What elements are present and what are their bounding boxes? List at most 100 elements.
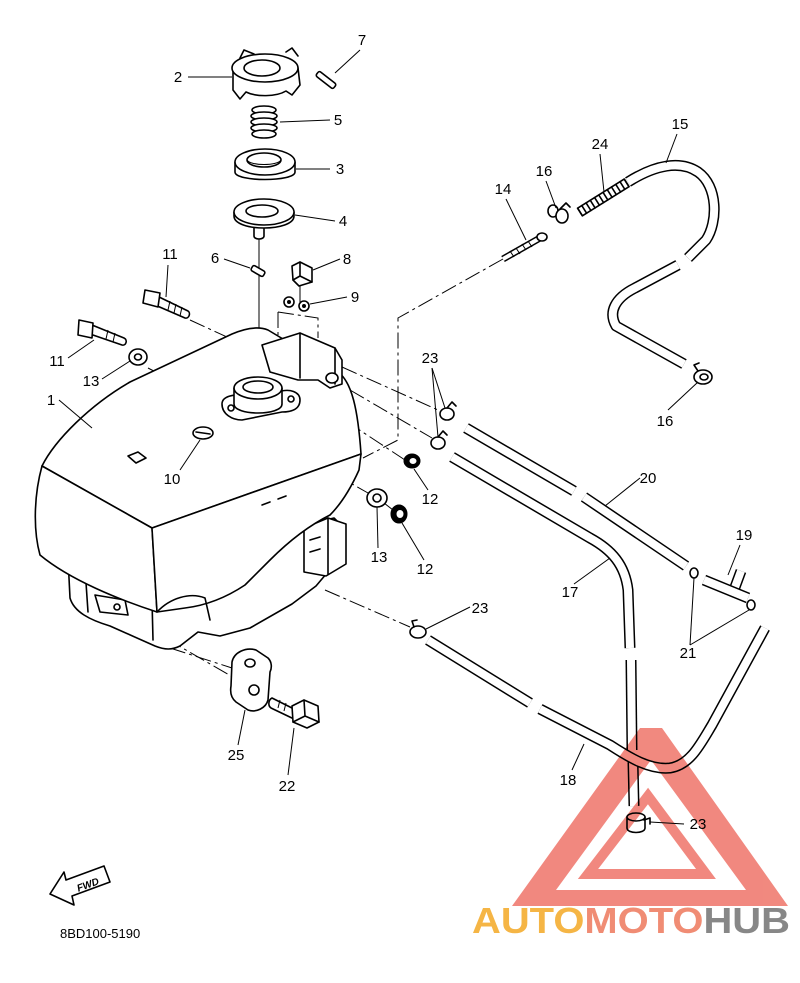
- assembly-line: [169, 647, 233, 669]
- callout-14: 14: [495, 181, 512, 198]
- part-18-hose: [425, 625, 770, 774]
- part-19-t-joint: [701, 569, 751, 604]
- part-13-washer-right: [366, 488, 388, 508]
- callout-9: 9: [351, 289, 359, 306]
- part-23-clamp-a: [439, 401, 457, 421]
- part-10-rubber: [192, 426, 214, 440]
- leader-line-24: [599, 153, 605, 193]
- leader-line-13-left: [101, 360, 131, 380]
- part-12-grommet-upper: [403, 453, 421, 469]
- leader-line-16-top: [545, 180, 557, 209]
- part-2-filler-cap: [231, 47, 301, 100]
- callout-12-lower: 12: [417, 561, 434, 578]
- part-23-clamp-c: [409, 619, 427, 639]
- tank-front-face: [34, 465, 158, 613]
- leader-line-11-top: [165, 264, 169, 298]
- leader-line-19: [727, 544, 741, 576]
- leader-line-9: [309, 296, 348, 305]
- callout-16-lower: 16: [657, 413, 674, 430]
- watermark-text-moto: MOTO: [584, 900, 703, 941]
- callout-24: 24: [592, 136, 609, 153]
- part-20-hose: [463, 423, 690, 571]
- leader-line-12-upper: [413, 468, 429, 491]
- part-25-bracket: [229, 648, 273, 712]
- leader-line-25: [237, 709, 246, 746]
- callout-7: 7: [358, 32, 366, 49]
- callout-19: 19: [736, 527, 753, 544]
- leader-line-1: [58, 399, 93, 429]
- callout-4: 4: [339, 213, 347, 230]
- part-24-spring-sleeve: [576, 178, 630, 217]
- part-21-clip-right: [746, 599, 756, 611]
- callout-8: 8: [343, 251, 351, 268]
- callout-21: 21: [680, 645, 697, 662]
- diagram-code: 8BD100-5190: [60, 926, 140, 941]
- callout-6: 6: [211, 250, 219, 267]
- callout-22: 22: [279, 778, 296, 795]
- leader-line-15: [665, 133, 678, 164]
- callout-5: 5: [334, 112, 342, 129]
- leader-line-10: [179, 439, 201, 471]
- callout-1: 1: [47, 392, 55, 409]
- leader-line-13-lower: [376, 506, 379, 549]
- leader-line-6: [223, 258, 251, 269]
- assembly-line: [383, 502, 394, 511]
- assembly-line: [362, 258, 504, 459]
- part-22-bolt: [268, 697, 320, 729]
- callout-13-lower: 13: [371, 549, 388, 566]
- callout-16-top: 16: [536, 163, 553, 180]
- leader-line-14: [505, 198, 527, 241]
- leader-line-18: [571, 743, 585, 771]
- tank-bracket: [261, 332, 343, 389]
- leader-line-7: [334, 49, 361, 74]
- leader-line-23-a: [431, 367, 446, 409]
- callout-12-upper: 12: [422, 491, 439, 508]
- fwd-arrow-icon: FWD: [49, 865, 111, 906]
- callout-23-mid: 23: [472, 600, 489, 617]
- callout-3: 3: [336, 161, 344, 178]
- leader-lines: [58, 49, 750, 825]
- callout-23-top: 23: [422, 350, 439, 367]
- callout-20: 20: [640, 470, 657, 487]
- part-15-hose: [607, 159, 720, 369]
- watermark-triangle-inner: [577, 787, 716, 879]
- leader-line-20: [604, 477, 641, 507]
- part-23-clamp-b: [430, 430, 448, 450]
- assembly-line: [349, 389, 433, 439]
- callout-15: 15: [672, 116, 689, 133]
- watermark-triangle-outer: [512, 728, 788, 906]
- part-9-clips: [283, 296, 310, 312]
- leader-line-22: [287, 727, 295, 776]
- part-16-clamp-lower: [693, 362, 713, 385]
- part-13-washer-left: [128, 348, 148, 366]
- watermark-text-hub: HUB: [703, 900, 790, 941]
- callout-17: 17: [562, 584, 579, 601]
- callout-18: 18: [560, 772, 577, 789]
- leader-line-21-b: [689, 609, 750, 646]
- leader-line-4: [294, 214, 336, 222]
- leader-line-23-b: [431, 367, 439, 438]
- assembly-line: [324, 589, 411, 628]
- part-16-clamp-upper: [547, 202, 571, 224]
- callout-11-lower: 11: [49, 353, 65, 370]
- part-11-bolt-lower: [77, 319, 127, 346]
- watermark-text-auto: AUTO: [472, 900, 584, 941]
- leader-line-8: [312, 258, 341, 271]
- callout-11-top: 11: [162, 246, 178, 263]
- part-11-bolt-upper: [142, 289, 191, 319]
- part-7-pin: [315, 70, 337, 90]
- callout-10: 10: [164, 471, 181, 488]
- leader-line-21-a: [689, 577, 695, 646]
- tank-side-face: [151, 453, 362, 613]
- leader-line-12-lower: [401, 522, 425, 561]
- part-14-fitting: [501, 232, 548, 263]
- part-17-hose: [449, 452, 640, 807]
- leader-line-23-c: [425, 606, 471, 630]
- callout-25: 25: [228, 747, 245, 764]
- callout-2: 2: [174, 69, 182, 86]
- tank-filler-neck: [221, 376, 301, 421]
- leader-line-11-lower: [67, 339, 95, 359]
